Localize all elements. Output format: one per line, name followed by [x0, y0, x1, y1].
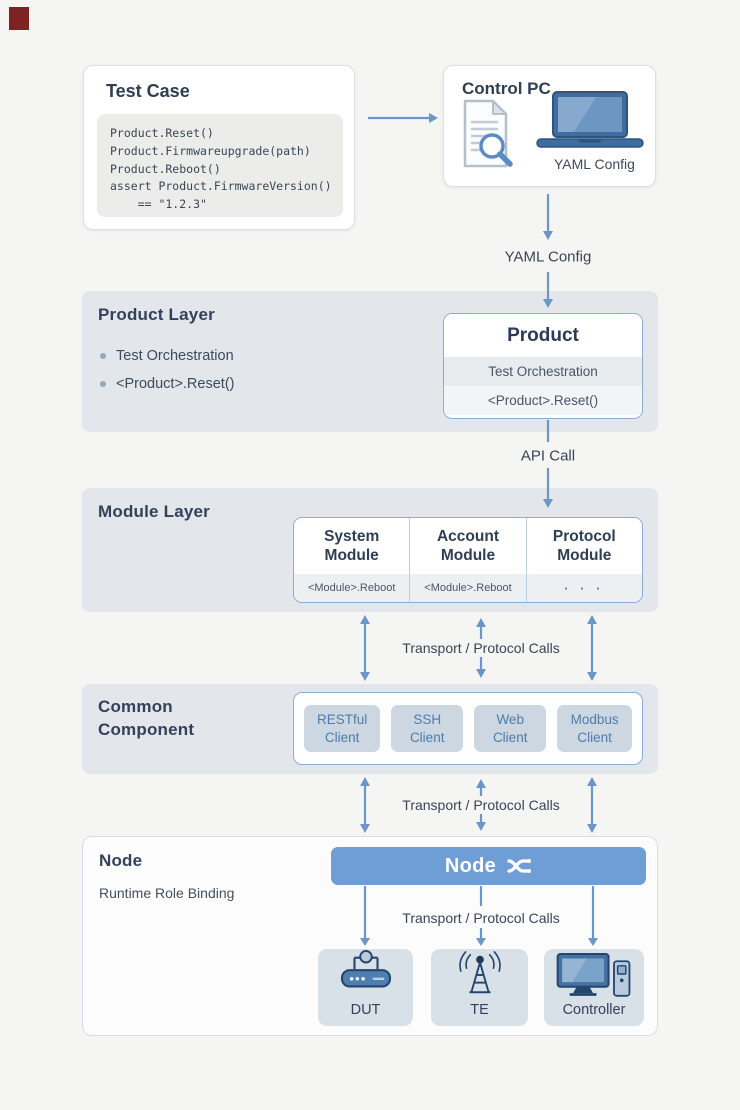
test-case-code-block: Product.Reset() Product.Firmwareupgrade(… [97, 114, 343, 217]
device-card-te: TE [431, 949, 528, 1026]
product-box-row: Test Orchestration [444, 357, 642, 386]
api-call-flow-label: API Call [520, 447, 576, 465]
product-layer-bullet: <Product>.Reset() [100, 376, 234, 392]
yaml-config-flow-label: YAML Config [504, 248, 592, 266]
module-sub: <Module>.Reboot [294, 574, 410, 602]
module-name: System Module [294, 518, 410, 574]
control-pc-title: Control PC [462, 79, 551, 98]
clients-box: RESTful Client SSH Client Web Client Mod… [293, 692, 643, 765]
device-card-controller: Controller [544, 949, 644, 1026]
node-section: Node Runtime Role Binding Node Transport… [82, 836, 658, 1036]
control-pc-config-label: YAML Config [554, 156, 635, 172]
module-sub: · · · [526, 574, 642, 602]
code-line: Product.Reboot() [110, 161, 221, 176]
product-box-row: <Product>.Reset() [444, 386, 642, 415]
code-line: Product.Firmwareupgrade(path) [110, 143, 311, 158]
test-case-title: Test Case [106, 81, 190, 101]
product-box-title: Product [444, 314, 642, 357]
bullet-icon [100, 353, 106, 359]
desktop-computer-icon [556, 953, 631, 997]
client-chip-restful: RESTful Client [304, 704, 381, 753]
device-label: Controller [562, 1002, 626, 1018]
node-banner-label: Node [444, 854, 497, 877]
code-line: assert Product.FirmwareVersion() [110, 179, 332, 194]
laptop-icon [536, 91, 644, 148]
common-component-title: Common Component [98, 697, 195, 739]
node-subtitle: Runtime Role Binding [99, 885, 235, 901]
transport-calls-label: Transport / Protocol Calls [394, 910, 568, 926]
module-name: Protocol Module [526, 518, 642, 574]
module-column-protocol: Protocol Module · · · [525, 518, 642, 602]
transport-calls-label: Transport / Protocol Calls [402, 797, 560, 813]
module-layer-section: Module Layer System Module <Module>.Rebo… [82, 488, 658, 612]
product-layer-bullet: Test Orchestration [100, 348, 234, 364]
module-column-system: System Module <Module>.Reboot [294, 518, 410, 602]
client-chip-web: Web Client [474, 704, 547, 753]
code-line: == "1.2.3" [110, 197, 207, 212]
bullet-icon [100, 381, 106, 387]
device-label: TE [470, 1002, 489, 1018]
modules-box: System Module <Module>.Reboot Account Mo… [293, 517, 643, 603]
common-component-section: Common Component RESTful Client SSH Clie… [82, 684, 658, 774]
code-line: Product.Reset() [110, 126, 214, 140]
document-search-icon [463, 99, 513, 168]
module-name: Account Module [410, 518, 526, 574]
control-pc-card: Control PC YAML Config [443, 65, 656, 187]
product-layer-section: Product Layer Test Orchestration <Produc… [82, 291, 658, 432]
shuffle-icon [507, 859, 532, 873]
module-column-account: Account Module <Module>.Reboot [409, 518, 526, 602]
product-layer-title: Product Layer [98, 305, 215, 324]
node-title: Node [99, 851, 143, 870]
client-chip-ssh: SSH Client [391, 704, 464, 753]
device-label: DUT [350, 1002, 381, 1018]
router-icon [340, 950, 391, 988]
client-chip-modbus: Modbus Client [557, 704, 632, 753]
node-banner: Node [331, 847, 646, 885]
watermark-square [9, 7, 29, 30]
bullet-text: <Product>.Reset() [116, 376, 235, 392]
antenna-tower-icon [458, 951, 501, 994]
transport-calls-label: Transport / Protocol Calls [402, 640, 560, 656]
bullet-text: Test Orchestration [116, 348, 234, 364]
device-card-dut: DUT [318, 949, 413, 1026]
product-box: Product Test Orchestration <Product>.Res… [443, 313, 643, 419]
module-sub: <Module>.Reboot [410, 574, 526, 602]
test-case-card: Test Case Product.Reset() Product.Firmwa… [83, 65, 355, 230]
module-layer-title: Module Layer [98, 502, 210, 521]
